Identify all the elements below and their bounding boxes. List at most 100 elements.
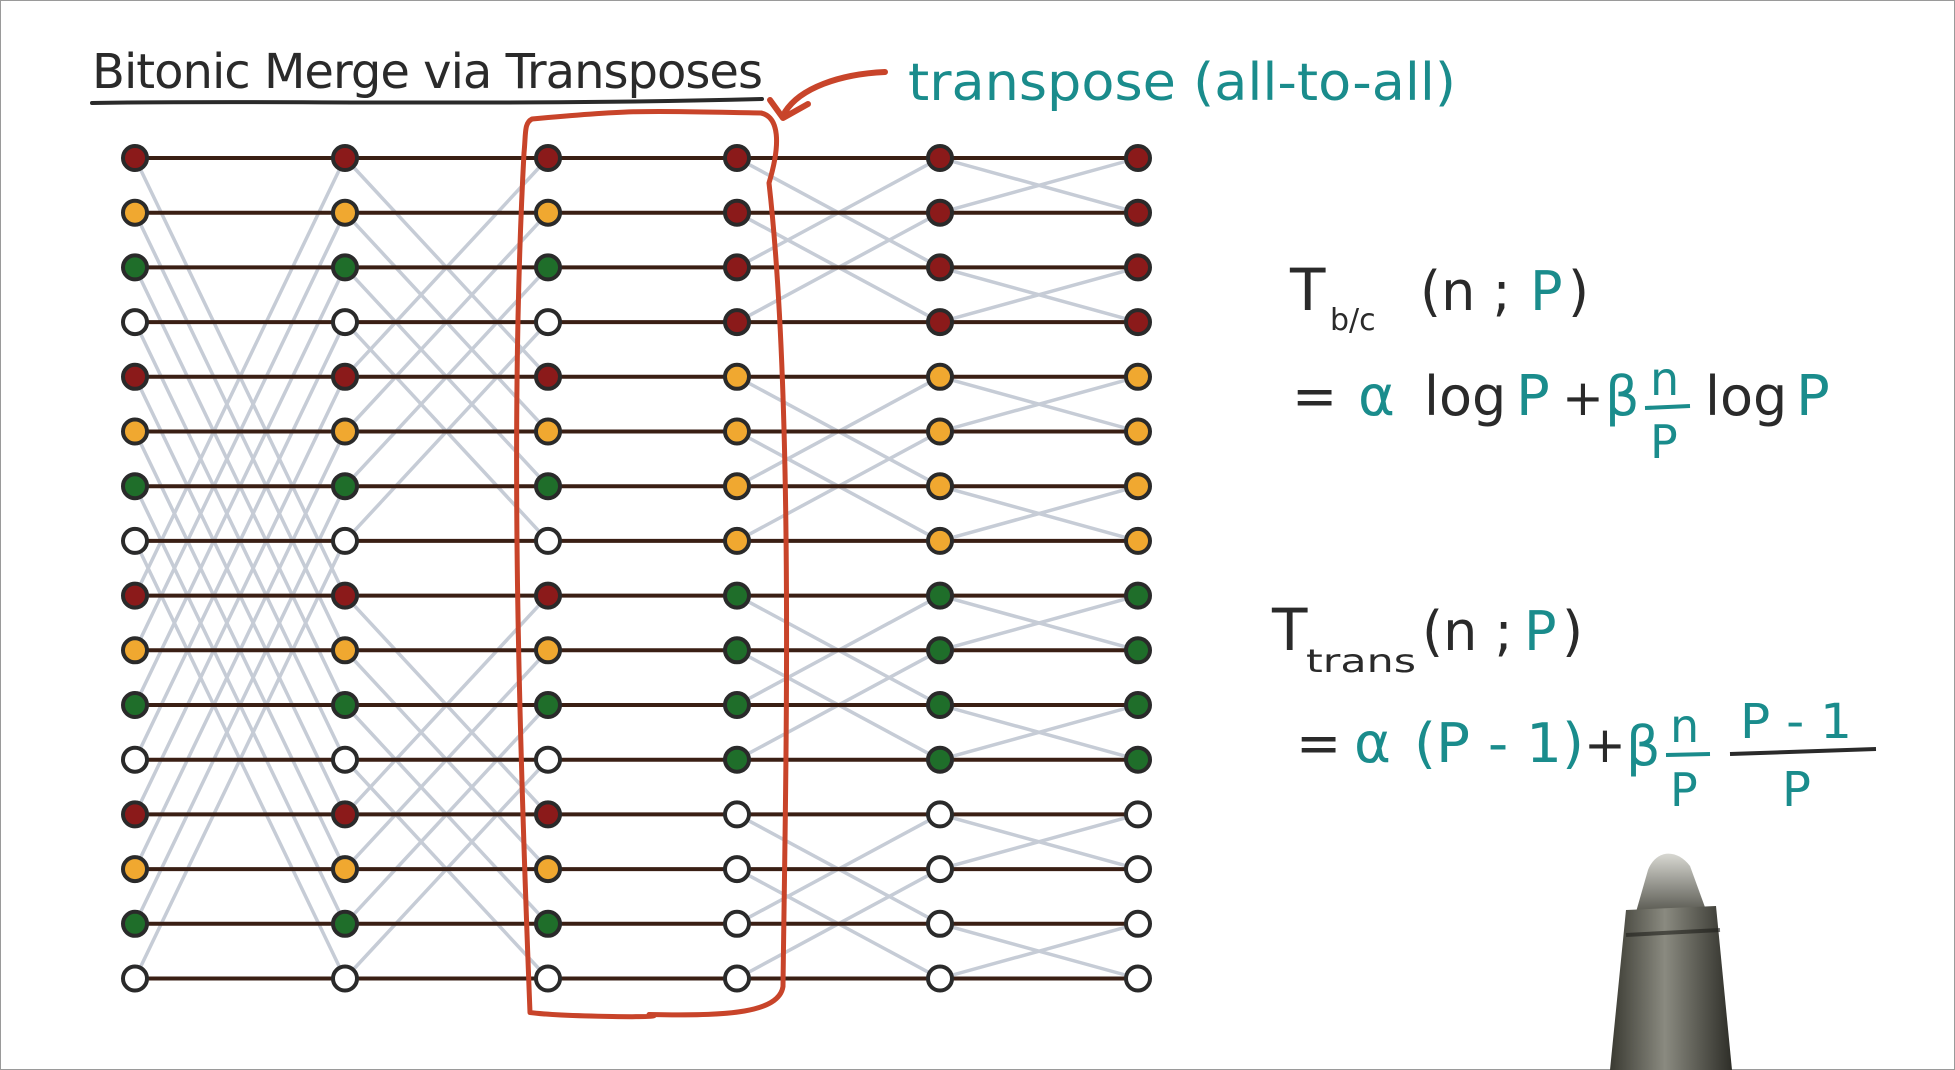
network-node-orange xyxy=(331,417,359,446)
f2-frac-den: P xyxy=(1670,763,1698,817)
network-node-red xyxy=(331,144,359,172)
network-node-white xyxy=(1124,909,1152,938)
network-node-green xyxy=(1124,745,1152,774)
network-node-white xyxy=(926,909,954,938)
f1-equals: = xyxy=(1292,365,1337,428)
network-node-red xyxy=(926,198,954,227)
network-node-red xyxy=(121,144,149,172)
network-node-orange xyxy=(121,636,149,665)
network-node-orange xyxy=(121,198,149,227)
network-node-green xyxy=(121,909,149,938)
network-node-orange xyxy=(723,472,751,501)
network-node-green xyxy=(926,691,954,719)
network-node-green xyxy=(534,909,562,938)
formula-fully-connected: T trans (n ; P ) = α (P - 1) + β n P P -… xyxy=(1271,596,1877,818)
network-node-orange xyxy=(534,636,562,665)
f2-frac-bar xyxy=(1665,752,1711,757)
f2-paren: (P - 1) xyxy=(1414,712,1584,775)
network-node-orange xyxy=(723,417,751,446)
network-node-white xyxy=(1124,964,1152,993)
title-underline xyxy=(90,97,764,105)
network-node-green xyxy=(723,691,751,719)
network-node-orange xyxy=(331,198,359,227)
f1-args-P: P xyxy=(1530,260,1563,323)
cross-link xyxy=(939,922,1139,981)
network-node-green xyxy=(1124,581,1152,610)
network-node-orange xyxy=(121,417,149,446)
network-node-orange xyxy=(926,472,954,501)
network-node-orange xyxy=(1124,472,1152,501)
f2-args-P: P xyxy=(1524,600,1557,663)
cross-link xyxy=(939,593,1139,652)
transpose-highlight-box xyxy=(514,108,790,1020)
f1-log2: log xyxy=(1705,365,1787,428)
network-node-red xyxy=(1124,198,1152,227)
cross-link xyxy=(939,375,1139,434)
network-node-white xyxy=(723,909,751,938)
network-node-red xyxy=(926,308,954,337)
network-node-white xyxy=(121,964,149,993)
network-node-green xyxy=(723,636,751,665)
f2-frac2-num: P - 1 xyxy=(1740,694,1852,750)
network-node-red xyxy=(723,144,751,172)
butterfly-cross-links xyxy=(133,156,1139,981)
network-node-red xyxy=(723,253,751,282)
network-node-green xyxy=(331,253,359,282)
network-node-green xyxy=(331,472,359,501)
f2-plus: + xyxy=(1584,716,1626,774)
network-node-white xyxy=(534,964,562,993)
network-node-green xyxy=(331,909,359,938)
network-node-white xyxy=(331,964,359,993)
network-node-orange xyxy=(723,362,751,391)
marker-pen-icon xyxy=(1610,853,1732,1070)
network-node-red xyxy=(1124,144,1152,172)
network-node-white xyxy=(926,800,954,829)
network-node-white xyxy=(926,964,954,993)
network-node-red xyxy=(1124,308,1152,337)
network-node-red xyxy=(723,198,751,227)
network-node-green xyxy=(534,253,562,282)
f1-frac-bar xyxy=(1644,404,1691,410)
f2-frac2-bar xyxy=(1729,747,1877,756)
network-node-red xyxy=(121,800,149,829)
f1-alpha: α xyxy=(1358,364,1395,429)
annotation-text: transpose (all-to-all) xyxy=(908,53,1456,113)
network-node-white xyxy=(121,308,149,337)
f2-T: T xyxy=(1271,596,1308,664)
network-nodes xyxy=(121,144,1152,993)
f2-subscript: trans xyxy=(1306,642,1416,680)
network-node-red xyxy=(723,308,751,337)
f2-frac-num: n xyxy=(1670,699,1699,753)
network-node-red xyxy=(331,581,359,610)
network-node-white xyxy=(723,800,751,829)
annotation-arrowhead xyxy=(767,97,811,121)
network-node-red xyxy=(534,144,562,172)
network-node-red xyxy=(926,253,954,282)
cross-link xyxy=(939,265,1139,324)
network-node-orange xyxy=(1124,526,1152,555)
network-node-green xyxy=(1124,691,1152,719)
cross-link xyxy=(939,703,1139,762)
f1-beta: β xyxy=(1605,365,1639,428)
f1-subscript: b/c xyxy=(1330,303,1376,338)
network-node-white xyxy=(534,526,562,555)
f2-alpha: α xyxy=(1354,711,1391,776)
network-node-orange xyxy=(926,417,954,446)
network-node-white xyxy=(331,308,359,337)
network-node-green xyxy=(121,691,149,719)
network-node-green xyxy=(926,581,954,610)
network-node-white xyxy=(534,308,562,337)
f2-frac2-den: P xyxy=(1782,762,1811,818)
network-node-green xyxy=(723,581,751,610)
f2-equals: = xyxy=(1296,712,1341,775)
network-node-green xyxy=(723,745,751,774)
f1-plus: + xyxy=(1562,369,1604,427)
network-node-red xyxy=(331,362,359,391)
network-node-red xyxy=(926,144,954,172)
formula-hypercube: T b/c (n ; P ) = α log P + β n P log P xyxy=(1289,256,1830,469)
network-node-red xyxy=(1124,253,1152,282)
network-node-white xyxy=(723,964,751,993)
f1-frac-den: P xyxy=(1650,415,1678,469)
network-node-white xyxy=(121,745,149,774)
f1-args-close: ) xyxy=(1568,260,1589,323)
